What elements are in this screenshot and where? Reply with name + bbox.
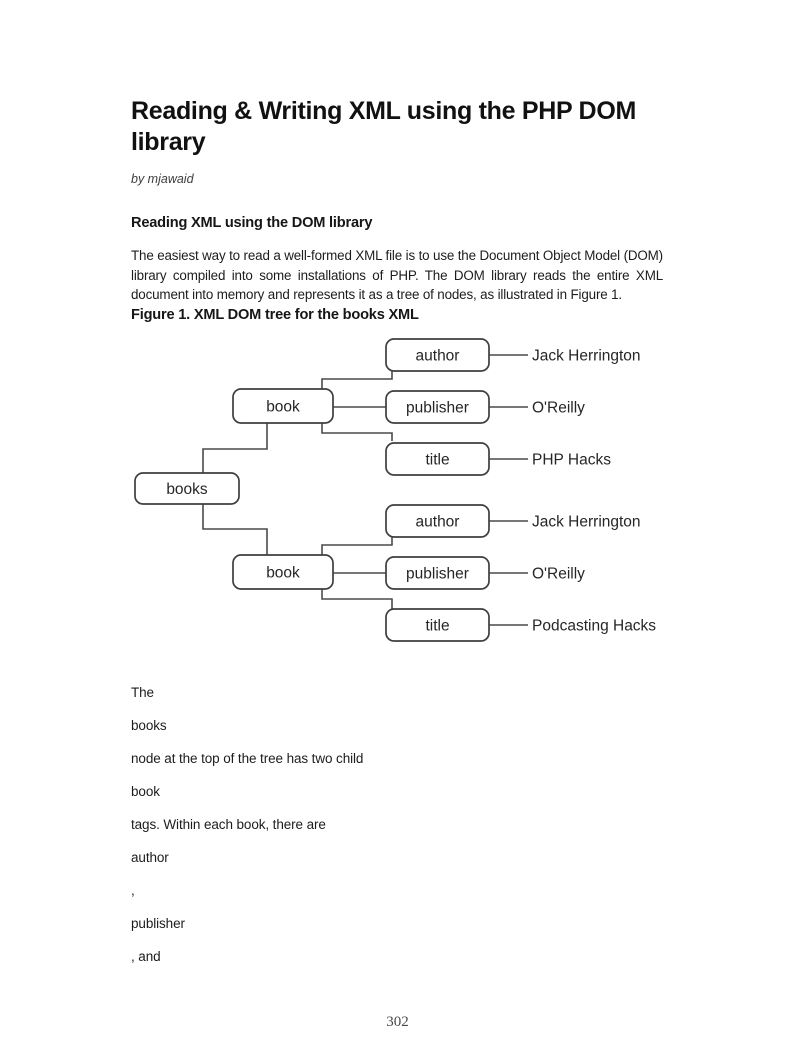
text-fragment: The [131,684,154,700]
text-fragment: author [131,849,169,865]
text-fragment: node at the top of the tree has two chil… [131,750,364,766]
edge-book2-title2 [321,588,393,609]
node-publisher2 [385,555,490,590]
text-fragment: , [131,882,135,898]
xml-dom-tree-diagram: books book book author publisher title a… [134,337,656,642]
value-title2: Podcasting Hacks [532,617,656,634]
node-title1 [385,441,490,476]
value-title1: PHP Hacks [532,451,611,468]
node-author1-label: author [416,347,460,364]
node-books-label: books [166,481,208,498]
value-publisher2: O'Reilly [532,565,585,582]
value-author1: Jack Herrington [532,347,641,364]
text-fragment: books [131,717,167,733]
node-author1 [385,337,490,372]
node-author2-label: author [416,513,460,530]
node-book2 [232,553,334,590]
node-title2-label: title [425,617,449,634]
byline: by mjawaid [131,172,194,186]
page-number: 302 [386,1014,409,1030]
edge-book1-title1 [321,422,393,441]
text-fragment: tags. Within each book, there are [131,816,326,832]
article-content: Reading & Writing XML using the PHP DOM … [131,96,663,980]
edge-book1-author1 [321,370,393,389]
node-publisher2-label: publisher [406,565,469,582]
text-fragment: , and [131,948,161,964]
figure-caption: Figure 1. XML DOM tree for the books XML [131,306,419,323]
edge-book2-author2 [321,536,393,555]
text-fragment: book [131,783,160,799]
node-book1 [232,387,334,424]
node-books [134,471,240,505]
node-publisher1 [385,389,490,424]
node-title2 [385,607,490,642]
node-book2-label: book [266,564,300,581]
section-heading: Reading XML using the DOM library [131,215,373,231]
edge-books-book2 [202,503,268,555]
page-title: Reading & Writing XML using the PHP DOM … [131,97,636,156]
node-book1-label: book [266,398,300,415]
value-publisher1: O'Reilly [532,399,585,416]
node-title1-label: title [425,451,449,468]
node-author2 [385,503,490,538]
edge-books-book1 [202,422,268,473]
node-publisher1-label: publisher [406,399,469,416]
text-fragment: publisher [131,915,185,931]
value-author2: Jack Herrington [532,513,641,530]
intro-paragraph: The easiest way to read a well-formed XM… [131,248,663,302]
